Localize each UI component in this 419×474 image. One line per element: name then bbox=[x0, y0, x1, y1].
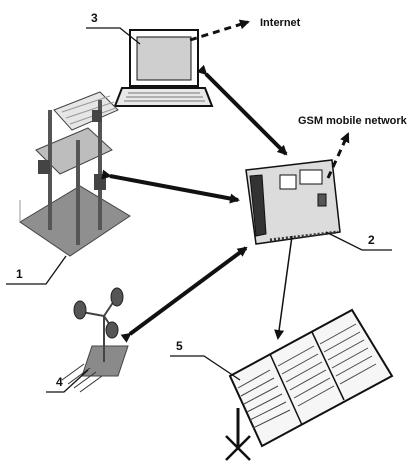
laptop-icon bbox=[113, 29, 214, 107]
internet-label: Internet bbox=[260, 17, 301, 29]
link-wind-controller bbox=[120, 246, 248, 343]
callout-number-5: 5 bbox=[176, 339, 183, 353]
callout-number-1: 1 bbox=[16, 267, 23, 281]
measurement-platform-icon bbox=[19, 91, 131, 257]
link-laptop-controller bbox=[196, 64, 288, 156]
gsm-network-label: GSM mobile network bbox=[298, 115, 408, 127]
link-laptop-internet bbox=[189, 19, 250, 42]
wind-sensor-icon bbox=[61, 287, 129, 393]
controller-unit-icon bbox=[245, 159, 341, 245]
callout-lines bbox=[6, 27, 392, 393]
callout-number-4: 4 bbox=[56, 375, 63, 389]
callout-number-2: 2 bbox=[368, 233, 375, 247]
callout-number-3: 3 bbox=[91, 11, 98, 25]
link-platform-controller bbox=[101, 169, 240, 204]
solar-panel-icon bbox=[225, 308, 394, 461]
link-controller-solar bbox=[274, 235, 293, 340]
link-controller-gsm bbox=[326, 132, 350, 179]
